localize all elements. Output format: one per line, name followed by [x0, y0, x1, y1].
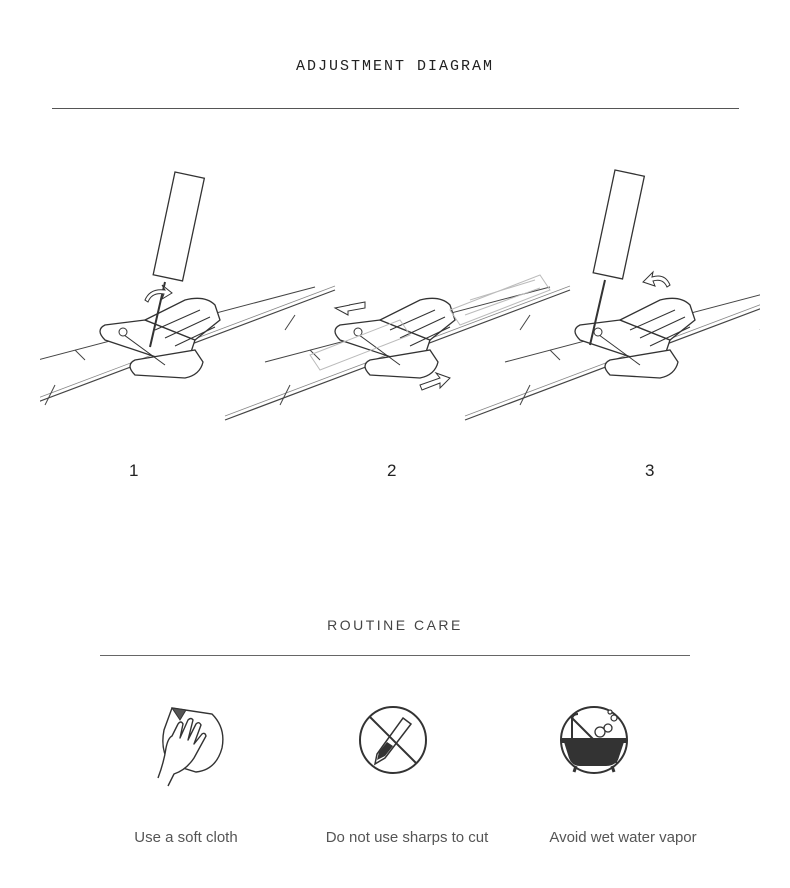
title-divider — [52, 108, 739, 109]
adjustment-steps-illustration — [40, 169, 760, 421]
adjustment-diagram-title: ADJUSTMENT DIAGRAM — [295, 58, 495, 75]
care-label-no-sharps: Do not use sharps to cut — [325, 829, 489, 846]
hand-cloth-icon — [157, 707, 224, 787]
no-bathtub-icon — [560, 706, 628, 774]
step-number-3: 3 — [645, 461, 655, 480]
care-label-avoid-water: Avoid wet water vapor — [549, 829, 697, 846]
routine-care-title: ROUTINE CARE — [327, 617, 463, 633]
care-label-soft-cloth: Use a soft cloth — [134, 829, 238, 846]
step-number-1: 1 — [129, 461, 139, 480]
care-divider — [100, 655, 690, 656]
no-knife-icon — [359, 706, 427, 774]
step-number-2: 2 — [387, 461, 397, 480]
